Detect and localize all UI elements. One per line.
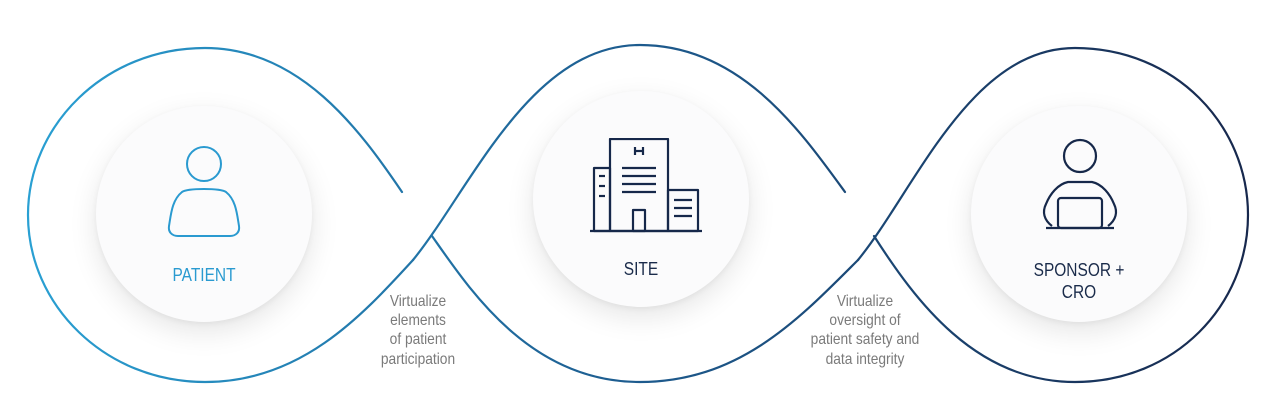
caption-oversight: Virtualize oversight of patient safety a…	[810, 293, 920, 368]
site-label: SITE	[623, 259, 659, 279]
loop-segment-left	[26, 46, 415, 384]
patient-label: PATIENT	[172, 265, 236, 285]
caption-patient-participation: Virtualize elements of patient participa…	[380, 293, 456, 368]
loop-segment-middle-top	[411, 43, 847, 262]
person-laptop-icon	[1042, 138, 1118, 230]
patient-icon	[167, 146, 241, 237]
loop-segment-right	[856, 46, 1250, 384]
sponsor-cro-label: SPONSOR + CRO	[1033, 260, 1125, 302]
sponsor-node-circle	[971, 106, 1187, 322]
site-node-circle	[533, 91, 749, 307]
patient-node-circle	[96, 106, 312, 322]
hospital-building-icon	[590, 138, 702, 233]
loop-segment-middle-bottom	[430, 234, 860, 384]
